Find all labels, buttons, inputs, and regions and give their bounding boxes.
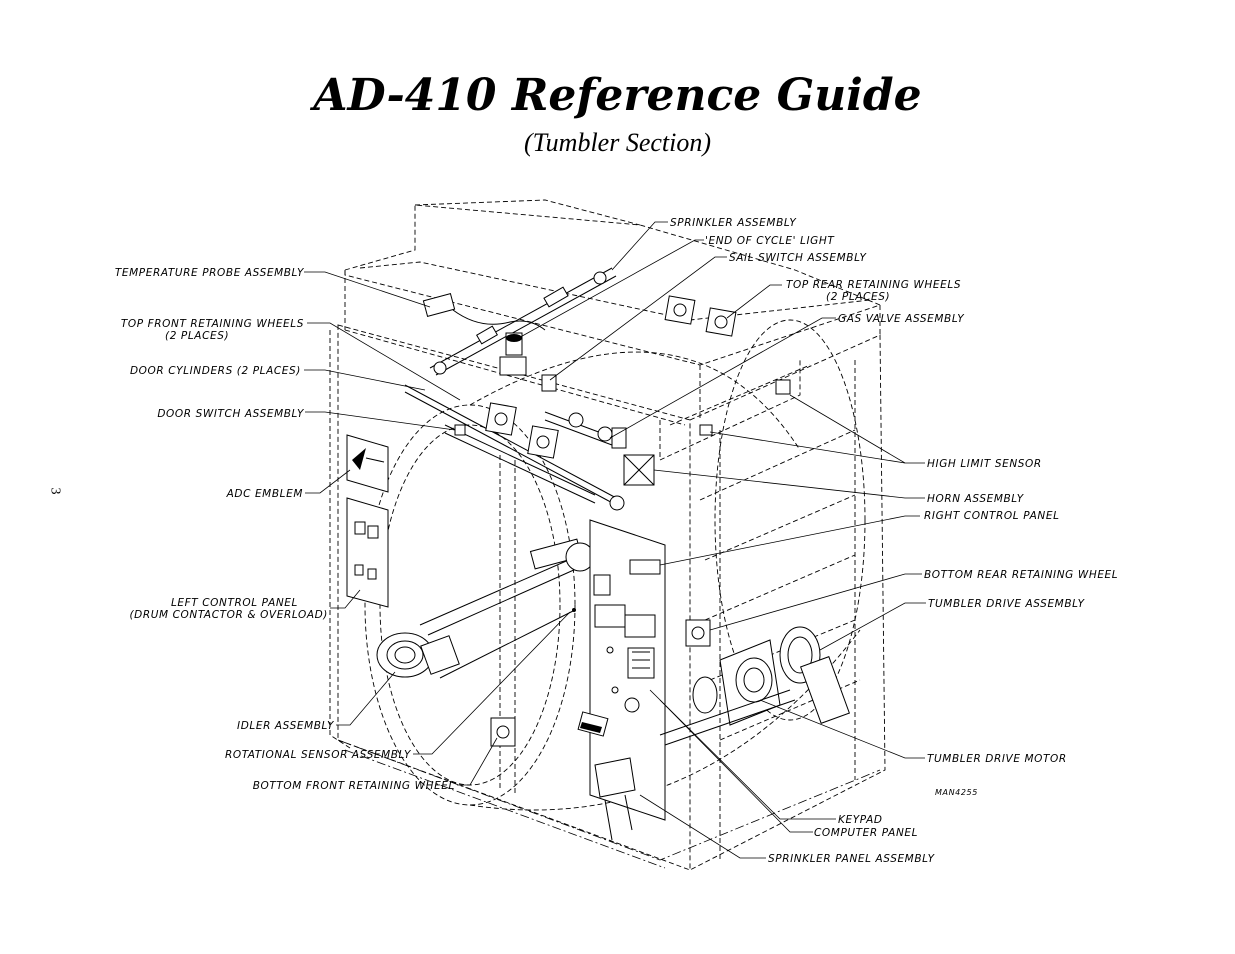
label-end-of-cycle-light: 'END OF CYCLE' LIGHT: [705, 235, 835, 247]
sprinkler-panel-part: [594, 757, 636, 841]
label-high-limit-sensor: HIGH LIMIT SENSOR: [927, 458, 1042, 470]
temperature-probe-part: [422, 293, 546, 331]
tumbler-drive-motor-part: [659, 639, 796, 746]
label-tumbler-drive-assembly: TUMBLER DRIVE ASSEMBLY: [928, 598, 1086, 610]
label-rotational-sensor-assembly: ROTATIONAL SENSOR ASSEMBLY: [225, 749, 412, 761]
label-top-rear-retaining-wheels-qty: (2 PLACES): [826, 291, 890, 303]
page-number: 3: [47, 487, 63, 495]
page-title: AD-410 Reference Guide: [313, 70, 922, 121]
label-top-front-retaining-wheels-qty: (2 PLACES): [165, 330, 229, 342]
rotational-sensor-part: [439, 608, 576, 679]
callout-labels: TEMPERATURE PROBE ASSEMBLY TOP FRONT RET…: [115, 217, 1118, 865]
label-top-rear-retaining-wheels: TOP REAR RETAINING WHEELS: [786, 279, 961, 291]
high-limit-sensor-part: [699, 379, 791, 436]
label-adc-emblem: ADC EMBLEM: [226, 488, 303, 500]
label-horn-assembly: HORN ASSEMBLY: [927, 493, 1025, 505]
label-door-switch-assembly: DOOR SWITCH ASSEMBLY: [157, 408, 305, 420]
label-top-front-retaining-wheels: TOP FRONT RETAINING WHEELS: [121, 318, 304, 330]
gas-valve-part: [544, 411, 627, 449]
label-computer-panel: COMPUTER PANEL: [814, 827, 918, 839]
bottom-rear-retaining-wheel-part: [685, 619, 711, 647]
label-keypad: KEYPAD: [838, 814, 883, 826]
axle-part: [419, 538, 595, 636]
horn-part: [623, 454, 655, 486]
adc-emblem-part: [346, 434, 389, 493]
computer-panel-part: [589, 519, 666, 821]
keypad-part: [577, 711, 609, 737]
label-left-control-panel: LEFT CONTROL PANEL: [171, 597, 298, 609]
label-bottom-front-retaining-wheel: BOTTOM FRONT RETAINING WHEEL: [253, 780, 455, 792]
door-cylinders-part: [404, 384, 625, 511]
label-sprinkler-assembly: SPRINKLER ASSEMBLY: [670, 217, 797, 229]
label-sprinkler-panel-assembly: SPRINKLER PANEL ASSEMBLY: [768, 853, 936, 865]
door-switch-part: [444, 424, 596, 504]
sprinkler-assembly-part: [429, 267, 617, 376]
top-front-retaining-wheels-part: [485, 402, 559, 459]
leader-lines: [304, 221, 926, 859]
label-sail-switch-assembly: SAIL SWITCH ASSEMBLY: [729, 252, 868, 264]
label-idler-assembly: IDLER ASSEMBLY: [237, 720, 335, 732]
label-left-control-panel-detail: (DRUM CONTACTOR & OVERLOAD): [129, 609, 328, 621]
page-subtitle: (Tumbler Section): [523, 128, 712, 157]
top-rear-retaining-wheels-part: [664, 295, 737, 337]
label-temperature-probe-assembly: TEMPERATURE PROBE ASSEMBLY: [115, 267, 305, 279]
tumbler-drive-part: [779, 626, 850, 724]
drawing-number: MAN4255: [935, 788, 978, 797]
end-of-cycle-light-part: [499, 332, 527, 376]
left-control-panel-part: [346, 497, 389, 608]
label-door-cylinders: DOOR CYLINDERS (2 PLACES): [130, 365, 301, 377]
sail-switch-part: [541, 374, 557, 392]
label-bottom-rear-retaining-wheel: BOTTOM REAR RETAINING WHEEL: [924, 569, 1118, 581]
label-tumbler-drive-motor: TUMBLER DRIVE MOTOR: [927, 753, 1067, 765]
label-gas-valve-assembly: GAS VALVE ASSEMBLY: [838, 313, 965, 325]
label-right-control-panel: RIGHT CONTROL PANEL: [924, 510, 1060, 522]
idler-assembly-part: [376, 632, 460, 678]
